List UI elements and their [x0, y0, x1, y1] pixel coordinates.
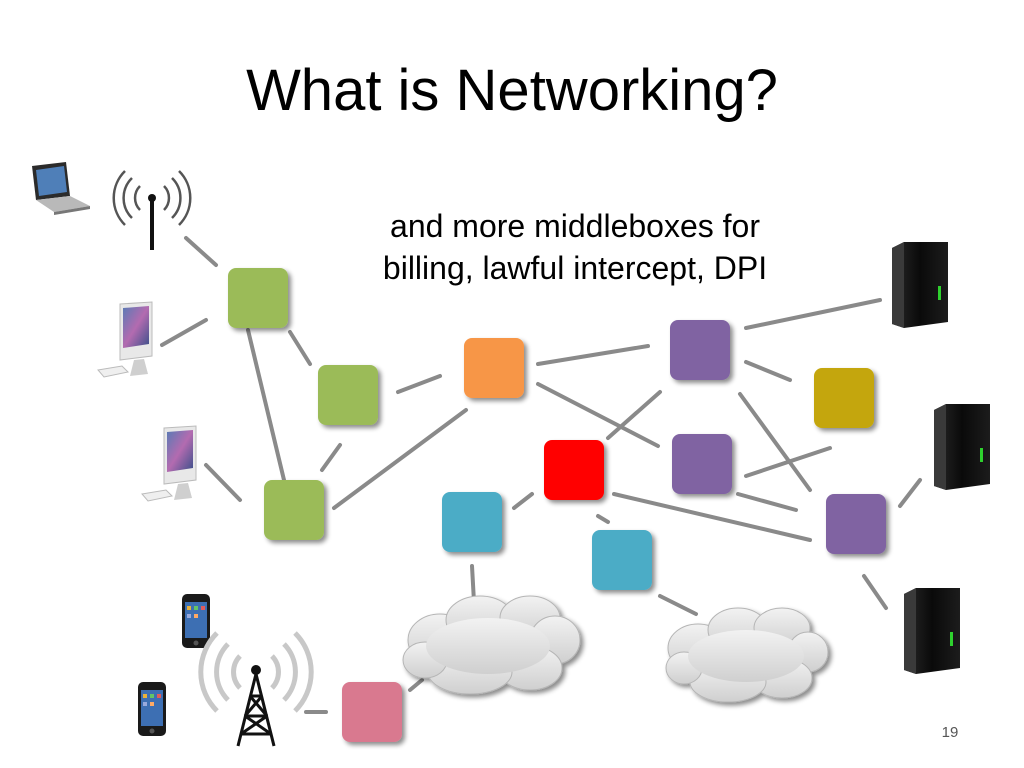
middlebox-node-pink — [342, 682, 402, 742]
switch-node-green — [228, 268, 288, 328]
link — [408, 678, 424, 692]
switch-node-green — [318, 365, 378, 425]
wifi-antenna-icon — [112, 170, 192, 250]
subtitle: and more middleboxes for billing, lawful… — [315, 205, 835, 289]
middlebox-node-olive — [814, 368, 874, 428]
page-number: 19 — [941, 724, 959, 741]
subtitle-line-1: and more middleboxes for — [390, 208, 760, 244]
cell-tower-icon — [198, 631, 314, 747]
middlebox-node-purple — [672, 434, 732, 494]
link — [612, 492, 812, 542]
link — [596, 514, 610, 524]
imac-icon — [97, 301, 153, 378]
switch-node-green — [264, 480, 324, 540]
subtitle-line-2: billing, lawful intercept, DPI — [382, 250, 768, 286]
link — [288, 330, 312, 366]
link — [536, 382, 660, 448]
cloud-icon — [665, 607, 829, 703]
link — [512, 492, 534, 510]
middlebox-node-red — [544, 440, 604, 500]
imac-icon — [141, 425, 197, 502]
link — [160, 318, 208, 347]
link — [744, 298, 882, 330]
link — [736, 492, 798, 512]
link — [606, 390, 662, 440]
link — [744, 360, 792, 382]
link — [184, 236, 218, 267]
middlebox-node-teal — [592, 530, 652, 590]
link — [744, 446, 832, 478]
middlebox-node-purple — [826, 494, 886, 554]
server-icon — [934, 404, 990, 490]
iphone-icon — [138, 682, 166, 736]
link — [658, 594, 698, 616]
server-icon — [892, 242, 948, 328]
middlebox-node-purple — [670, 320, 730, 380]
link — [862, 574, 888, 610]
link — [204, 463, 242, 502]
link — [536, 344, 650, 366]
links — [160, 236, 922, 714]
link — [738, 392, 812, 492]
link — [246, 328, 286, 482]
middlebox-node-orange — [464, 338, 524, 398]
link — [332, 408, 468, 510]
server-icon — [904, 588, 960, 674]
nodes — [228, 268, 886, 742]
link — [396, 374, 442, 394]
middlebox-node-teal — [442, 492, 502, 552]
iphone-icon — [182, 594, 210, 648]
laptop-icon — [32, 162, 90, 215]
link — [898, 478, 922, 508]
slide-title: What is Networking? — [246, 58, 778, 123]
cloud-icon — [402, 595, 581, 695]
link — [320, 443, 342, 472]
